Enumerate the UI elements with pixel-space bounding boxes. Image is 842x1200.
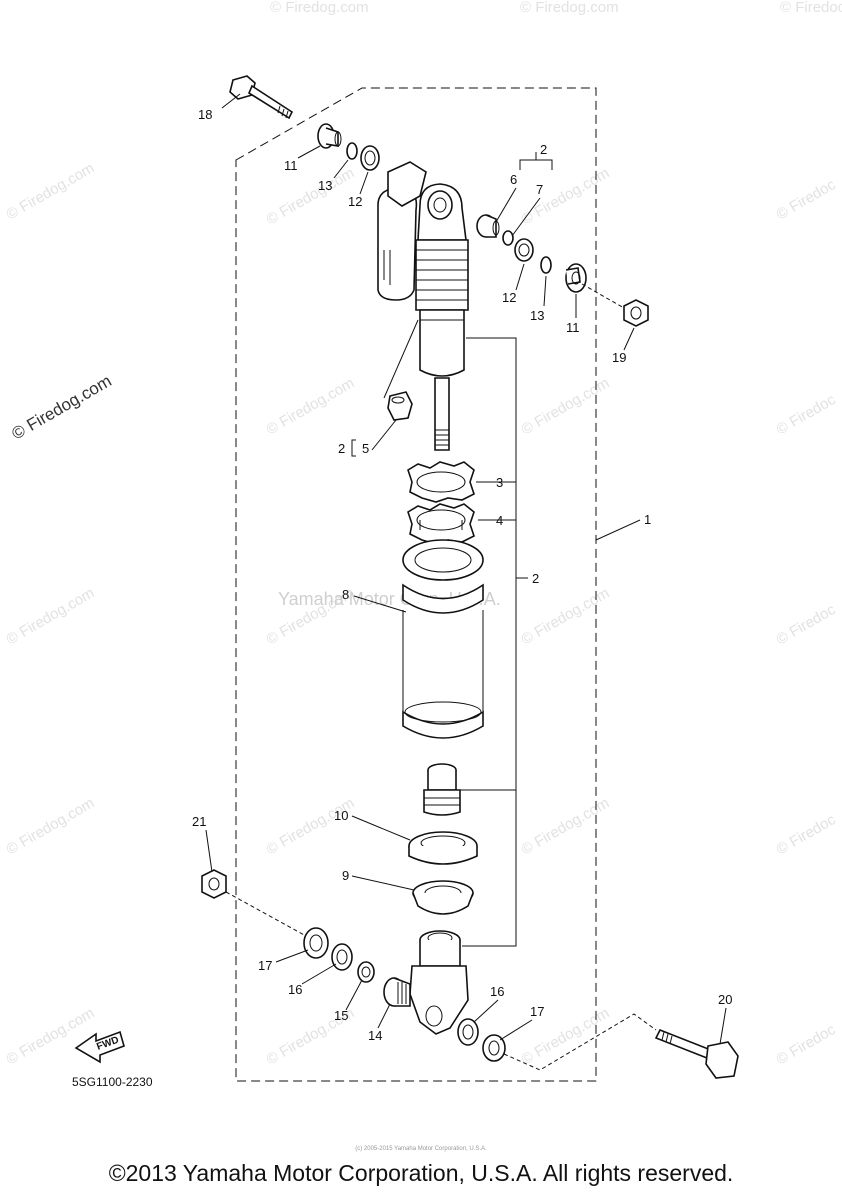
bolt-18 xyxy=(229,75,294,120)
watermark: © Firedoc xyxy=(774,1021,839,1069)
shock-body xyxy=(415,183,469,451)
bracket-2-main xyxy=(462,337,517,947)
fwd-arrow-icon: FWD xyxy=(74,1030,125,1064)
label-4: 4 xyxy=(496,513,503,528)
label-2: 2 xyxy=(540,142,547,157)
watermark: © Firedog.com xyxy=(519,164,613,228)
o-ring-13-upper xyxy=(346,142,358,160)
watermark: © Firedog.com xyxy=(264,794,358,858)
adjuster-5 xyxy=(387,391,413,421)
label-13: 13 xyxy=(530,308,544,323)
label-12: 12 xyxy=(502,290,516,305)
leader-lines xyxy=(205,93,727,1045)
watermark: © Firedog.com xyxy=(270,0,369,16)
nut-21 xyxy=(201,869,227,899)
label-2: 2 xyxy=(338,441,345,456)
diagram-code: 5SG1100-2230 xyxy=(72,1075,153,1089)
seal-16-left xyxy=(331,943,353,971)
bushing-6 xyxy=(476,214,500,238)
collar-11-upper xyxy=(317,123,342,149)
seal-12-lower xyxy=(514,238,534,262)
watermark: © Firedog.com xyxy=(4,159,98,223)
label-17: 17 xyxy=(258,958,272,973)
part-labels: 18 11 13 12 2 6 7 12 13 11 19 2 5 3 4 1 … xyxy=(192,107,732,1043)
watermark-dark: © Firedog.com xyxy=(9,371,115,443)
watermark: © Firedoc xyxy=(774,176,839,224)
seal-12-upper xyxy=(360,145,380,171)
label-15: 15 xyxy=(334,1008,348,1023)
washer-17-right xyxy=(482,1034,506,1062)
collar-11-lower xyxy=(565,263,587,293)
label-16: 16 xyxy=(490,984,504,999)
spring-nut-3 xyxy=(407,461,475,503)
spring-8 xyxy=(402,539,484,739)
label-19: 19 xyxy=(612,350,626,365)
bump-rubber xyxy=(423,763,461,816)
watermark: © Firedoc xyxy=(774,601,839,649)
assembly-boundary xyxy=(235,87,597,1082)
label-13: 13 xyxy=(318,178,332,193)
o-ring-13-lower xyxy=(540,256,552,274)
label-12: 12 xyxy=(348,194,362,209)
label-18: 18 xyxy=(198,107,212,122)
label-16: 16 xyxy=(288,982,302,997)
reservoir xyxy=(377,161,427,301)
small-print: (c) 2005-2015 Yamaha Motor Corporation, … xyxy=(355,1146,487,1152)
washer-17-left xyxy=(303,927,329,959)
nut-19 xyxy=(623,299,649,327)
label-10: 10 xyxy=(334,808,348,823)
label-8: 8 xyxy=(342,587,349,602)
label-3: 3 xyxy=(496,475,503,490)
label-14: 14 xyxy=(368,1028,382,1043)
watermark: © Firedoc xyxy=(774,391,839,439)
label-9: 9 xyxy=(342,868,349,883)
watermark: © Firedog.com xyxy=(519,794,613,858)
watermark: © Firedoc xyxy=(774,811,839,859)
label-17: 17 xyxy=(530,1004,544,1019)
watermark: © Firedog.com xyxy=(519,584,613,648)
bolt-20 xyxy=(654,1028,739,1079)
ring-7 xyxy=(502,230,514,246)
collar-15 xyxy=(357,961,375,983)
label-6: 6 xyxy=(510,172,517,187)
watermark: © Firedog.com xyxy=(264,164,358,228)
label-11: 11 xyxy=(284,158,298,173)
label-7: 7 xyxy=(536,182,543,197)
label-2: 2 xyxy=(532,571,539,586)
seal-16-right xyxy=(457,1018,479,1046)
watermark: © Firedoc xyxy=(780,0,842,16)
watermark: © Firedog.com xyxy=(264,374,358,438)
label-20: 20 xyxy=(718,992,732,1007)
watermark: © Firedog.com xyxy=(520,0,619,16)
label-1: 1 xyxy=(644,512,651,527)
spring-seat-10 xyxy=(408,831,478,865)
bearing-14 xyxy=(383,977,411,1007)
copyright-notice: ©2013 Yamaha Motor Corporation, U.S.A. A… xyxy=(108,1160,734,1186)
lower-clevis xyxy=(409,930,469,1035)
label-11: 11 xyxy=(566,320,580,335)
label-21: 21 xyxy=(192,814,206,829)
spring-guide-9 xyxy=(412,880,474,915)
watermark: © Firedog.com xyxy=(4,584,98,648)
watermark: © Firedog.com xyxy=(4,1004,98,1068)
watermark: © Firedog.com xyxy=(519,374,613,438)
watermark: © Firedog.com xyxy=(4,794,98,858)
spring-nut-4 xyxy=(407,503,475,545)
label-5: 5 xyxy=(362,441,369,456)
